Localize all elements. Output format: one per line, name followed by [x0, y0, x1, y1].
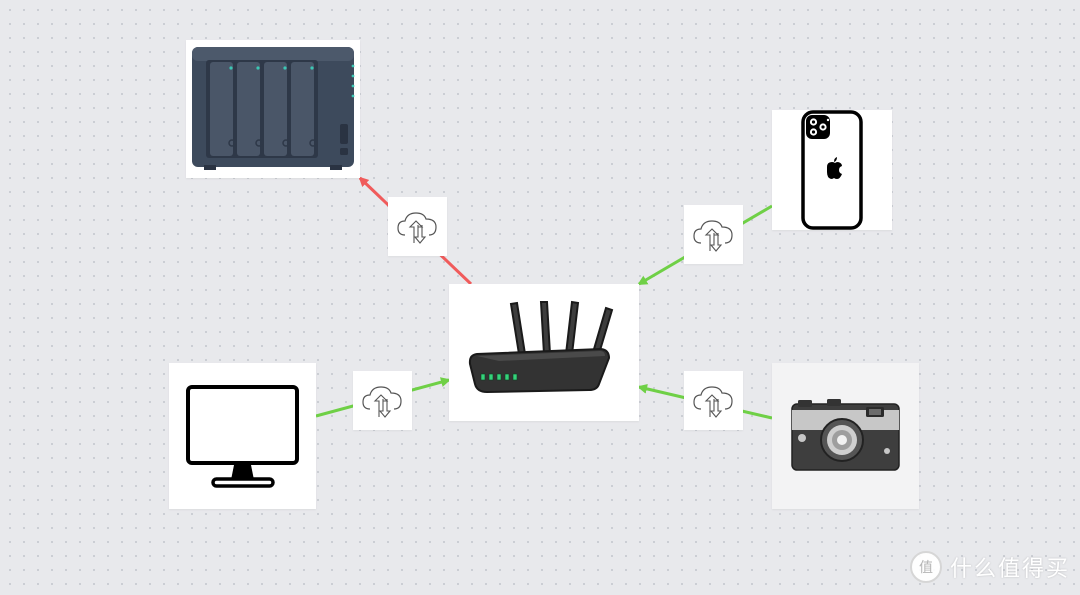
edge-badge-monitor	[353, 371, 412, 430]
watermark: 值 什么值得买	[909, 549, 1070, 585]
camera-icon	[791, 399, 900, 471]
cloud-sync-icon	[397, 212, 437, 244]
edge-badge-nas	[388, 197, 447, 256]
router-node	[449, 284, 639, 421]
camera-node	[772, 363, 919, 509]
desktop-monitor-icon	[186, 385, 299, 488]
wifi-router-icon	[468, 300, 614, 394]
edge-badge-camera	[684, 371, 743, 430]
cloud-sync-icon	[693, 220, 733, 252]
watermark-logo-text: 值	[919, 560, 933, 576]
edge-badge-phone	[684, 205, 743, 264]
phone-node	[772, 110, 892, 230]
cloud-sync-icon	[693, 386, 733, 418]
nas-server-icon	[192, 47, 355, 170]
watermark-logo-icon: 值	[909, 551, 942, 583]
cloud-sync-icon	[362, 386, 402, 418]
apple-logo-icon	[827, 157, 842, 179]
monitor-node	[169, 363, 316, 509]
watermark-text: 什么值得买	[949, 557, 1070, 582]
nas-node	[186, 40, 360, 178]
smartphone-icon	[801, 110, 863, 230]
